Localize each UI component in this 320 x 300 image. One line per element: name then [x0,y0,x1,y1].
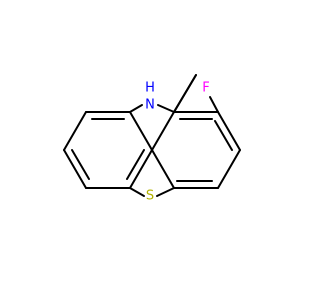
fluorine-label: F [202,81,209,96]
bond [63,149,87,189]
central-ring [129,104,175,197]
double-bond-line [126,149,145,180]
molecule-diagram [63,74,241,197]
bond [217,149,241,189]
bond [63,111,87,151]
double-bond-line [214,120,233,151]
bond [173,74,197,113]
nitrogen-label: N [145,98,155,113]
atom-labels-layer: H N S F [145,81,210,204]
bond [156,187,175,197]
hydrogen-label: H [145,81,155,96]
left-benzene-ring [63,111,153,189]
bond [151,149,175,189]
bond [129,187,145,197]
structure-canvas: H N S F [63,74,241,204]
bond [129,111,153,151]
bond [217,111,241,151]
bond [129,149,153,189]
bond [151,111,175,151]
fluorine-bond [209,96,219,113]
bond [157,104,175,113]
sulfur-label: S [146,189,154,204]
double-bond-line [71,149,90,180]
bond [129,104,143,113]
right-benzene-ring [151,74,241,189]
